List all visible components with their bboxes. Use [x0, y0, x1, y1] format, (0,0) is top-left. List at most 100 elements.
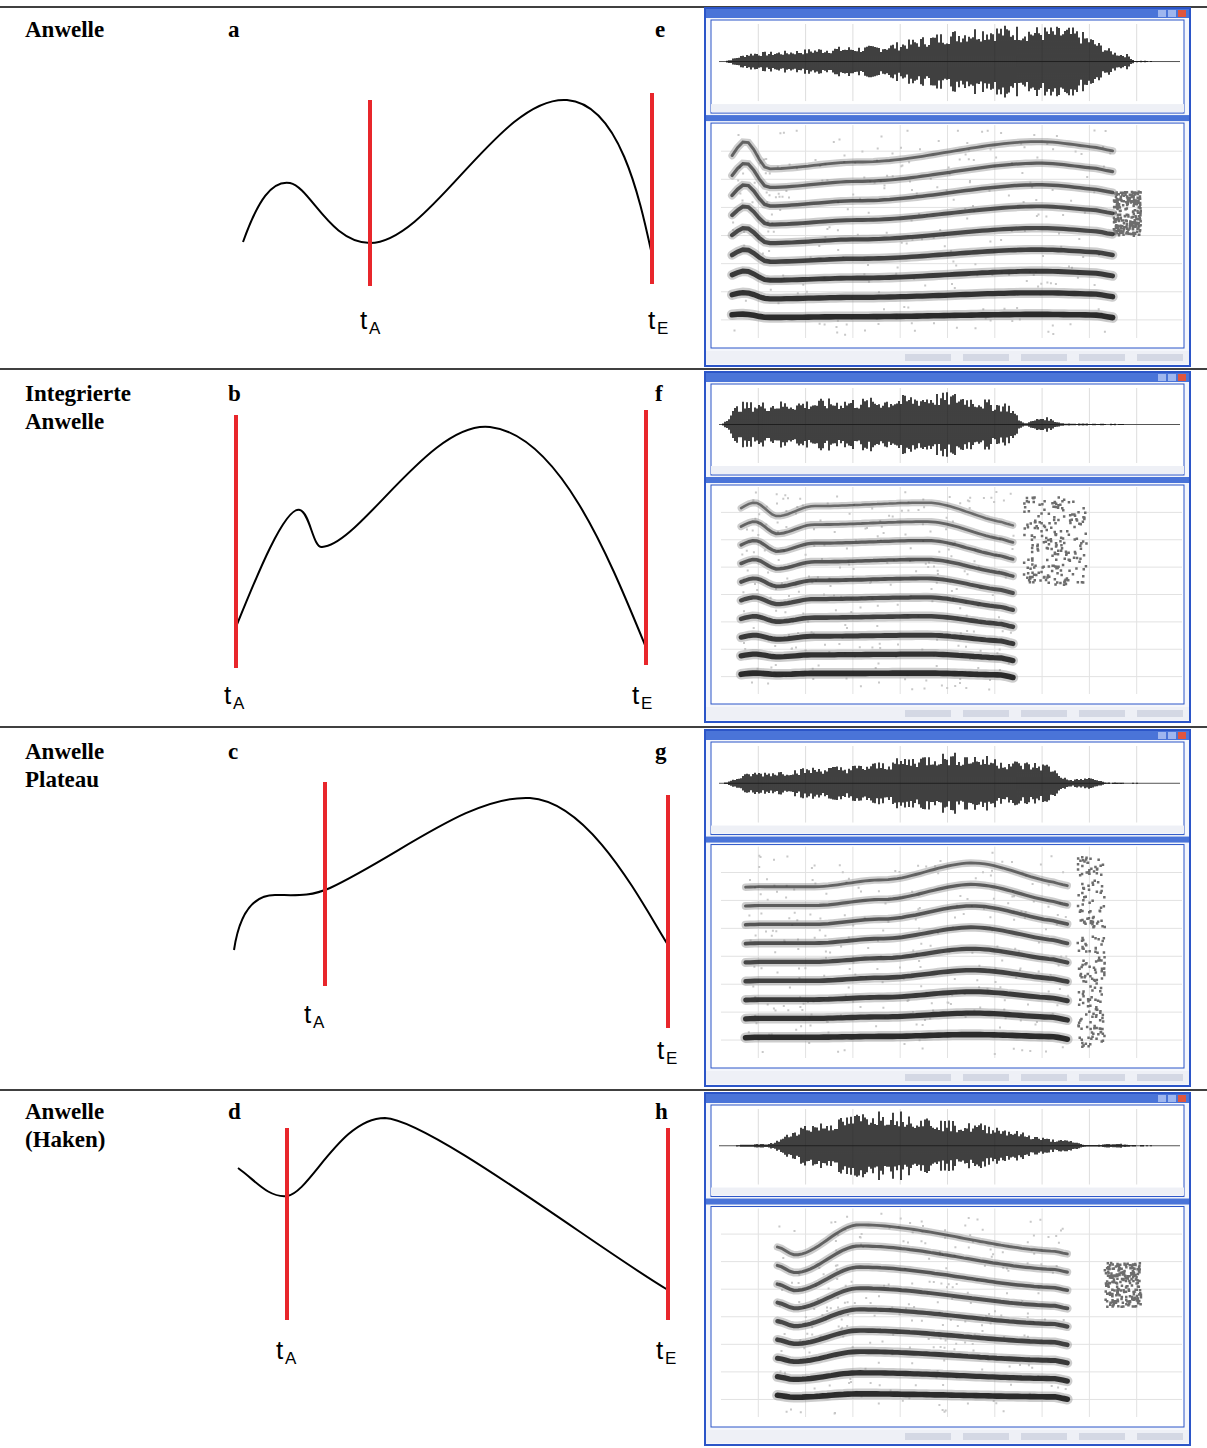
- status-field: [905, 354, 951, 361]
- spectrogram-window: [705, 8, 1190, 366]
- harmonic-halo: [777, 1331, 1067, 1345]
- harmonic-band: [741, 597, 1013, 610]
- window-button: [1168, 1095, 1176, 1102]
- pitch-curve: [236, 427, 645, 645]
- harmonic-halo: [741, 560, 1013, 577]
- harmonic-halo: [741, 597, 1013, 610]
- time-subscript: E: [641, 695, 652, 714]
- spectrogram-pane: [711, 1207, 1184, 1427]
- row-label: Anwelle Plateau: [25, 738, 175, 793]
- time-subscript: A: [285, 1350, 296, 1369]
- harmonic-band: [746, 927, 1068, 943]
- harmonic-band: [777, 1309, 1067, 1326]
- grid-line: [1136, 847, 1137, 1058]
- harmonic-band: [741, 560, 1013, 577]
- time-symbol: t: [304, 1000, 311, 1029]
- time-subscript: A: [369, 320, 380, 339]
- grid-line: [852, 847, 853, 1058]
- title-bar: [706, 9, 1189, 18]
- grid-line: [1136, 388, 1137, 463]
- time-subscript: A: [233, 695, 244, 714]
- grid-line: [1089, 1109, 1090, 1185]
- time-symbol: t: [224, 681, 231, 710]
- status-field: [1079, 1433, 1125, 1440]
- window-button: [1158, 10, 1166, 17]
- window-frame: [705, 372, 1190, 722]
- panel-letter: a: [228, 16, 240, 44]
- harmonic-halo: [746, 992, 1068, 1001]
- grid-line: [1136, 24, 1137, 101]
- harmonic-band: [746, 970, 1068, 981]
- grid-line: [1089, 388, 1090, 463]
- harmonic-band: [732, 293, 1113, 299]
- grid-line: [758, 847, 759, 1058]
- window-button: [1168, 374, 1176, 381]
- harmonic-halo: [732, 142, 1113, 169]
- grid-line: [758, 1209, 759, 1417]
- window-button: [1178, 1095, 1186, 1102]
- marker-line: [650, 93, 654, 284]
- status-field: [963, 354, 1009, 361]
- grid-line: [721, 179, 1182, 180]
- status-field: [1079, 710, 1125, 717]
- marker-line: [323, 782, 327, 986]
- marker-line: [234, 415, 238, 668]
- row-separators: [0, 7, 1207, 1090]
- harmonic-halo: [777, 1309, 1067, 1326]
- noise-speckle: [741, 491, 1014, 691]
- title-bar: [706, 477, 1189, 483]
- panel-letter: c: [228, 738, 238, 766]
- waveform: [727, 26, 1151, 98]
- fricative-noise: [1023, 496, 1088, 586]
- status-field: [963, 1074, 1009, 1081]
- harmonic-halo: [732, 314, 1113, 318]
- harmonic-halo: [741, 635, 1013, 644]
- harmonic-halo: [777, 1352, 1067, 1363]
- harmonic-band: [732, 271, 1113, 280]
- window-button: [1178, 374, 1186, 381]
- row-label: Anwelle: [25, 16, 175, 44]
- grid-line: [1136, 1109, 1137, 1185]
- time-subscript: E: [665, 1350, 676, 1369]
- time-symbol: t: [276, 1336, 283, 1365]
- harmonic-band: [777, 1288, 1067, 1308]
- grid-line: [805, 487, 806, 694]
- harmonic-band: [746, 863, 1068, 887]
- status-field: [1137, 710, 1183, 717]
- harmonic-halo: [732, 271, 1113, 280]
- status-strip: [706, 1071, 1189, 1084]
- separator-line: [0, 726, 1207, 728]
- harmonic-band: [777, 1394, 1067, 1399]
- status-field: [1021, 710, 1067, 717]
- status-strip: [706, 351, 1189, 364]
- waveform-pane: [711, 384, 1184, 475]
- grid-line: [805, 125, 806, 338]
- marker-line: [644, 410, 648, 665]
- harmonic-halo: [741, 503, 1013, 526]
- spectrogram-window: [705, 730, 1190, 1086]
- separator-line: [0, 1089, 1207, 1091]
- harmonic-halo: [732, 228, 1113, 243]
- window-button: [1168, 732, 1176, 739]
- harmonic-band: [746, 1013, 1068, 1020]
- grid-line: [721, 900, 1182, 901]
- status-field: [963, 1433, 1009, 1440]
- waveform: [723, 392, 1123, 457]
- harmonic-halo: [741, 541, 1013, 560]
- time-symbol: t: [632, 681, 639, 710]
- status-strip: [711, 826, 1184, 834]
- window-button: [1178, 10, 1186, 17]
- grid-line: [900, 487, 901, 694]
- window-frame: [705, 8, 1190, 366]
- harmonic-halo: [741, 578, 1013, 593]
- window-frame: [705, 730, 1190, 1086]
- title-bar: [706, 1094, 1189, 1103]
- row-label: Integrierte Anwelle: [25, 380, 175, 435]
- title-bar: [706, 115, 1189, 121]
- spectrogram-pane: [711, 123, 1184, 348]
- harmonic-band: [741, 541, 1013, 560]
- harmonic-band: [777, 1352, 1067, 1363]
- marker-line: [368, 100, 372, 286]
- status-strip: [711, 466, 1184, 474]
- row-label: Anwelle (Haken): [25, 1098, 175, 1153]
